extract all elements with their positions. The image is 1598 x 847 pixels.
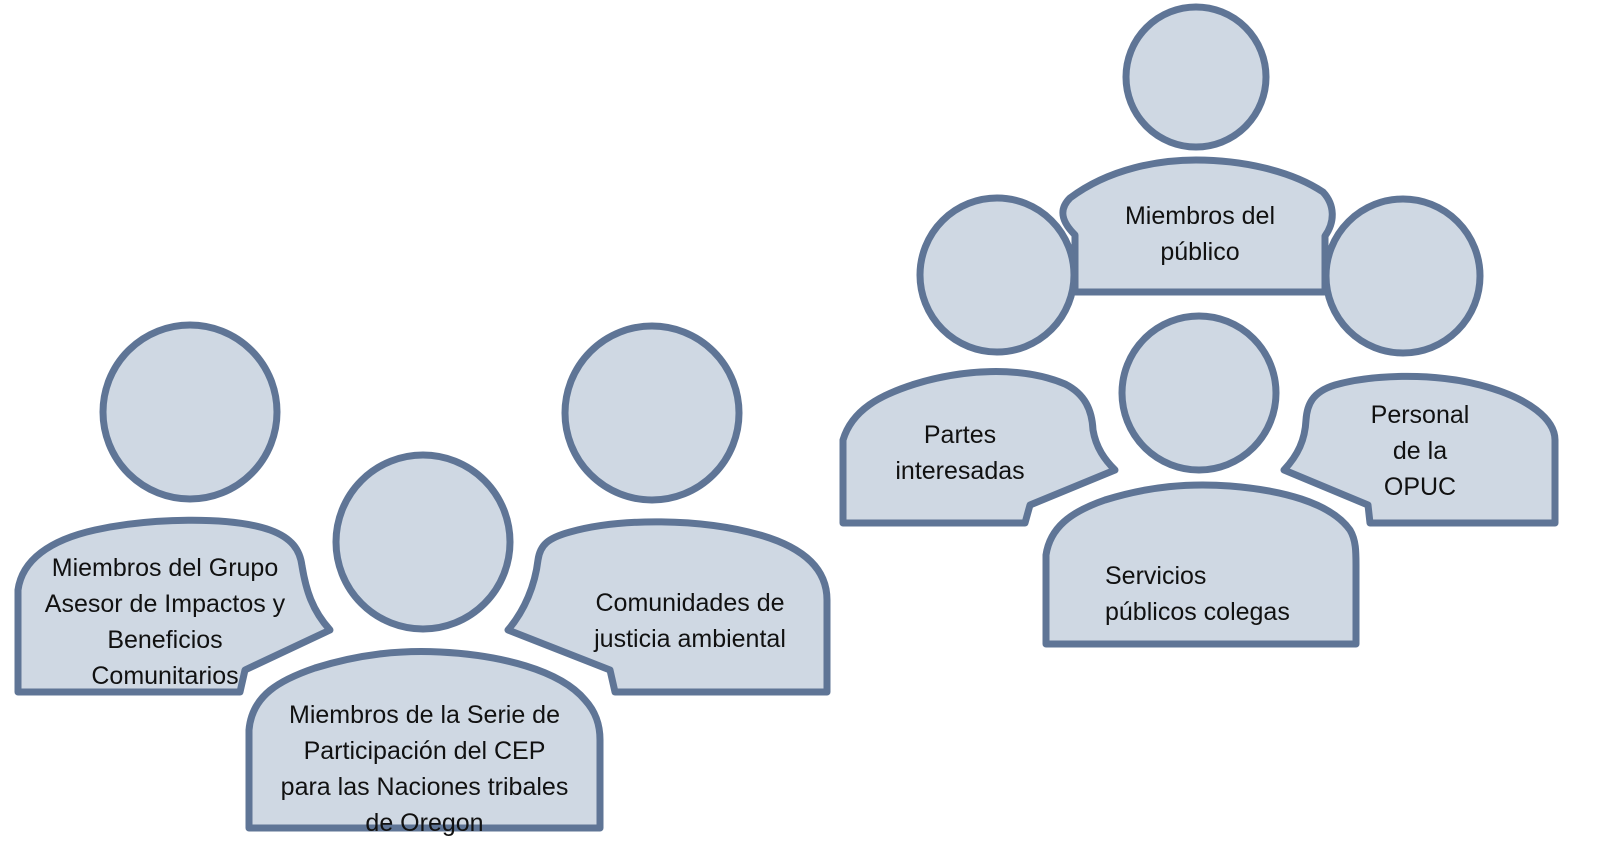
- label-peer-utilities: Servicios públicos colegas: [1105, 558, 1355, 630]
- label-cab-members: Miembros del Grupo Asesor de Impactos y …: [20, 550, 310, 694]
- label-line: Comunidades de: [595, 589, 785, 617]
- person-body: [245, 648, 604, 832]
- person-figure-public-members: [1059, 3, 1336, 296]
- person-body: [14, 516, 334, 696]
- label-interested-parties: Partes interesadas: [870, 417, 1050, 489]
- label-line: Participación del CEP: [303, 737, 546, 765]
- label-line: de la: [1392, 437, 1448, 465]
- label-line: Comunitarios: [91, 662, 239, 690]
- label-environmental-justice: Comunidades de justicia ambiental: [570, 585, 810, 657]
- person-head: [99, 321, 281, 503]
- person-head: [332, 451, 514, 633]
- label-line: Miembros del: [1124, 202, 1276, 230]
- person-body: [1059, 156, 1336, 296]
- label-line: Beneficios: [107, 626, 223, 654]
- label-line: Partes: [923, 421, 997, 449]
- label-line: Asesor de Impactos y: [44, 590, 286, 618]
- person-figure-opuc-staff: [1280, 195, 1559, 527]
- label-line: Servicios: [1105, 562, 1207, 590]
- label-line: Personal: [1370, 401, 1470, 429]
- person-head: [1322, 195, 1484, 357]
- label-line: Miembros de la Serie de: [289, 701, 560, 729]
- person-figure-peer-utilities: [1042, 312, 1360, 648]
- label-line: Miembros del Grupo: [51, 554, 279, 582]
- person-head: [561, 322, 743, 504]
- label-line: de Oregon: [365, 809, 484, 837]
- label-line: público: [1160, 238, 1240, 266]
- person-figure-environmental-justice: [504, 322, 831, 696]
- person-head: [1122, 3, 1270, 151]
- label-line: públicos colegas: [1105, 598, 1290, 626]
- person-figure-interested-parties: [839, 194, 1119, 527]
- label-tribal-nations: Miembros de la Serie de Participación de…: [262, 697, 587, 841]
- person-figure-tribal-nations: [245, 451, 604, 832]
- label-line: interesadas: [895, 457, 1025, 485]
- label-line: justicia ambiental: [594, 625, 786, 653]
- label-public-members: Miembros del público: [1080, 198, 1320, 270]
- person-body: [1042, 481, 1360, 648]
- label-line: para las Naciones tribales: [280, 773, 569, 801]
- person-body: [839, 368, 1119, 527]
- person-body: [1280, 372, 1559, 527]
- person-figure-cab-members: [14, 321, 334, 696]
- label-opuc-staff: Personal de la OPUC: [1345, 397, 1495, 505]
- label-line: OPUC: [1383, 473, 1457, 501]
- person-head: [916, 194, 1078, 356]
- person-head: [1118, 312, 1280, 474]
- person-body: [504, 518, 831, 696]
